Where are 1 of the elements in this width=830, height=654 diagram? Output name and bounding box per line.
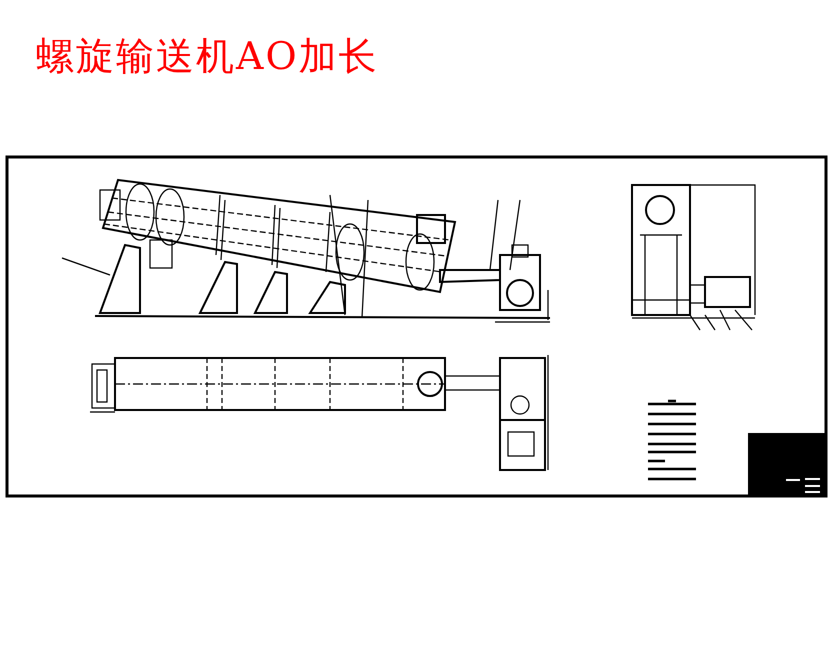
drawing-title: 螺旋输送机AO加长 (36, 33, 379, 80)
